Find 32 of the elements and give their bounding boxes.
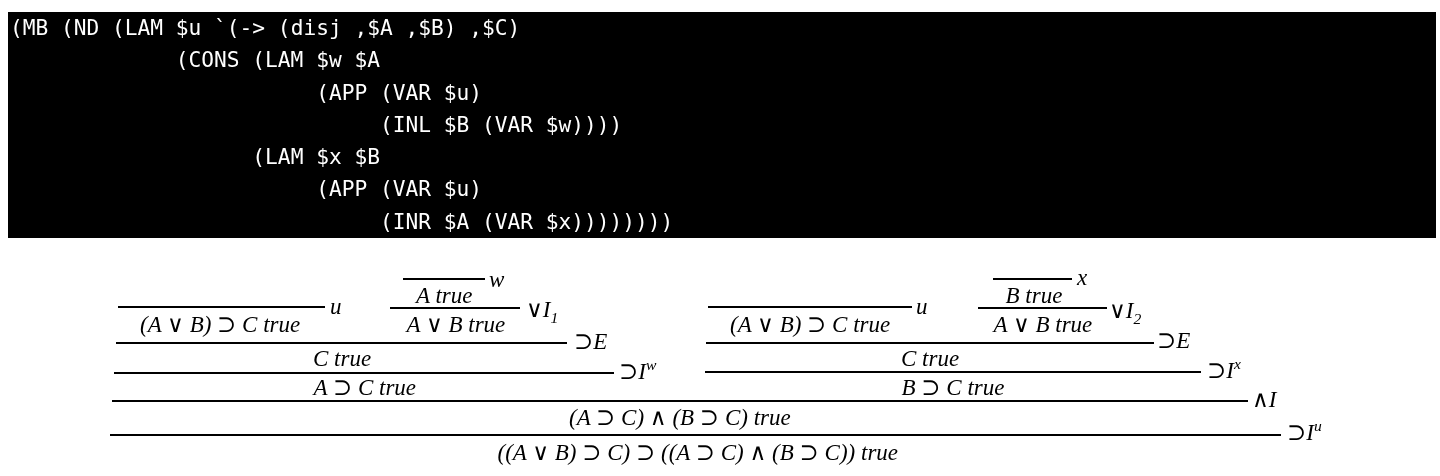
rule-name: ⊃I$^{u}$ xyxy=(1287,420,1322,444)
rule-name: ∧I xyxy=(1252,387,1277,411)
code-line: (INL $B (VAR $w)))) xyxy=(379,110,623,139)
rule-name: ∨I$_{2}$ xyxy=(1109,298,1142,322)
code-line: (INR $A (VAR $x)))))))) xyxy=(379,207,674,236)
code-line: (APP (VAR $u) xyxy=(316,175,482,204)
rule-name: ⊃I$^{w}$ xyxy=(619,359,657,383)
formula: A ∨ B true xyxy=(993,312,1093,336)
formula: C true xyxy=(313,346,372,370)
rule-name: ⊃E xyxy=(1157,328,1191,352)
rule-name: ⊃I$^{x}$ xyxy=(1207,358,1241,382)
formula: (A ∨ B) ⊃ C true xyxy=(730,312,891,336)
formula: B ⊃ C true xyxy=(901,375,1005,399)
code-line: (CONS (LAM $w $A xyxy=(175,46,380,75)
formula: ((A ∨ B) ⊃ C) ⊃ ((A ⊃ C) ∧ (B ⊃ C)) true xyxy=(497,440,899,464)
formula: B true xyxy=(1005,283,1063,307)
code-line: (LAM $x $B xyxy=(252,143,380,172)
hypothesis-label: u xyxy=(916,294,928,318)
formula: C true xyxy=(901,346,960,370)
code-line: (MB (ND (LAM $u `(-> (disj ,$A ,$B) ,$C) xyxy=(10,14,521,42)
hypothesis-label: u xyxy=(330,294,342,318)
rule-name: ∨I$_{1}$ xyxy=(526,297,559,321)
code-line: (APP (VAR $u) xyxy=(316,78,482,107)
formula: A ⊃ C true xyxy=(313,375,417,399)
formula: (A ∨ B) ⊃ C true xyxy=(140,312,301,336)
code-block xyxy=(8,12,1436,238)
rule-name: ⊃E xyxy=(574,329,608,353)
hypothesis-label: w xyxy=(489,267,505,291)
formula: (A ⊃ C) ∧ (B ⊃ C) true xyxy=(569,405,791,429)
formula: A ∨ B true xyxy=(406,312,506,336)
hypothesis-label: x xyxy=(1077,265,1088,289)
formula: A true xyxy=(416,283,473,307)
